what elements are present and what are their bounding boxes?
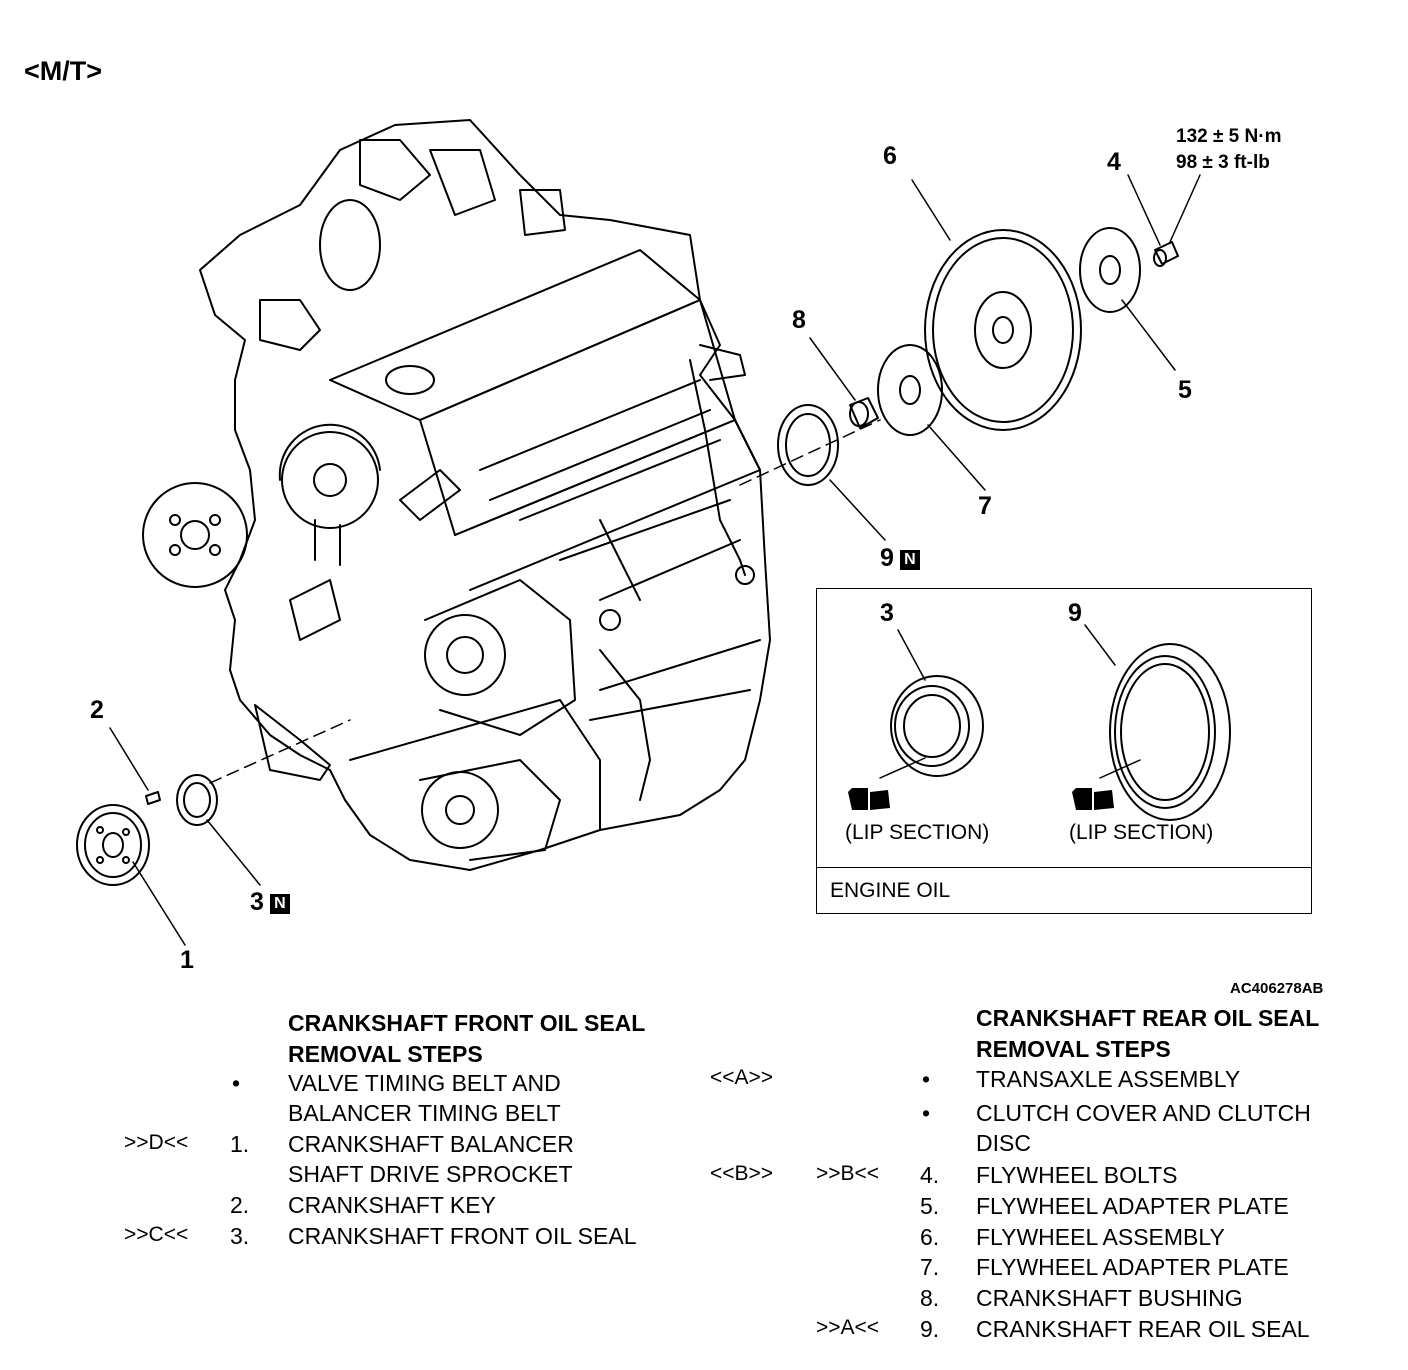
rear-step-number: 5. (920, 1193, 940, 1219)
rear-title-line1: CRANKSHAFT REAR OIL SEAL (976, 1005, 1320, 1031)
front-step-number: 2. (230, 1192, 250, 1218)
flywheel-bolt-drawing (1153, 241, 1179, 267)
front-step-line: SHAFT DRIVE SPROCKET (288, 1161, 573, 1187)
callout-3: 3 (250, 888, 264, 916)
rear-step-install-code: >>B<< (816, 1162, 880, 1185)
rear-step-number: 8. (920, 1285, 940, 1311)
legend-caption-right: (LIP SECTION) (1069, 821, 1214, 844)
legend-caption-left: (LIP SECTION) (845, 821, 990, 844)
front-step-text: VALVE TIMING BELT AND BALANCER TIMING BE… (288, 1068, 561, 1128)
rear-step-removal-code: <<B>> (710, 1162, 774, 1185)
engine-block-drawing (142, 119, 771, 871)
rear-step-removal-code: <<A>> (710, 1066, 774, 1089)
oil-can-icon (848, 788, 890, 810)
front-step-bullet: • (232, 1070, 241, 1096)
rear-step-text: FLYWHEEL BOLTS (976, 1162, 1178, 1188)
front-title-line1: CRANKSHAFT FRONT OIL SEAL (288, 1010, 646, 1036)
rear-step-number: 7. (920, 1254, 940, 1280)
callout-4: 4 (1107, 148, 1121, 176)
rear-step-number: 6. (920, 1224, 940, 1250)
torque-spec: 132 ± 5 N·m 98 ± 3 ft-lb (1176, 124, 1281, 176)
legend-number-left: 3 (880, 599, 894, 627)
legend-divider (817, 867, 1311, 868)
rear-step-text: FLYWHEEL ADAPTER PLATE (976, 1254, 1289, 1280)
rear-step-line: DISC (976, 1130, 1031, 1156)
adapter-plate-5-drawing (1079, 227, 1141, 313)
front-step-line: BALANCER TIMING BELT (288, 1100, 561, 1126)
rear-step-text: FLYWHEEL ADAPTER PLATE (976, 1193, 1289, 1219)
key-drawing (145, 791, 161, 805)
legend-number-right: 9 (1068, 599, 1082, 627)
callout-8: 8 (792, 306, 806, 334)
figure-id: AC406278AB (1230, 980, 1324, 997)
rear-step-number: 9. (920, 1316, 940, 1342)
rear-step-number: 4. (920, 1162, 940, 1188)
callout-9: 9 (880, 544, 894, 572)
rear-step-text: CRANKSHAFT REAR OIL SEAL (976, 1316, 1310, 1342)
front-step-line: CRANKSHAFT BALANCER (288, 1131, 574, 1157)
legend-rear-seal-drawing (1084, 624, 1231, 821)
bushing-drawing (849, 397, 879, 429)
new-part-badge: N (899, 550, 920, 570)
rear-step-text: CRANKSHAFT BUSHING (976, 1285, 1243, 1311)
front-step-text: CRANKSHAFT FRONT OIL SEAL (288, 1223, 637, 1249)
front-step-number: 1. (230, 1131, 250, 1157)
rear-step-bullet: • (922, 1066, 931, 1092)
legend-fluid: ENGINE OIL (830, 879, 951, 902)
callout-2: 2 (90, 696, 104, 724)
torque-ftlb: 98 ± 3 ft-lb (1176, 152, 1270, 173)
sprocket-drawing (76, 804, 150, 886)
callout-5: 5 (1178, 376, 1192, 404)
rear-step-text: TRANSAXLE ASSEMBLY (976, 1066, 1241, 1092)
rear-step-text: FLYWHEEL ASSEMBLY (976, 1224, 1225, 1250)
callout-6: 6 (883, 142, 897, 170)
front-step-line: VALVE TIMING BELT AND (288, 1070, 561, 1096)
rear-title-line2: REMOVAL STEPS (976, 1036, 1171, 1062)
rear-step-line: CLUTCH COVER AND CLUTCH (976, 1100, 1311, 1126)
flywheel-drawing (924, 229, 1082, 431)
lubrication-legend: 3 9 (LIP SECTION) (LIP SECTION) ENGINE O… (816, 588, 1312, 914)
rear-seal-drawing (777, 404, 839, 486)
legend-front-seal-drawing (879, 629, 984, 779)
rear-step-bullet: • (922, 1100, 931, 1126)
new-part-badge: N (269, 894, 290, 914)
front-seal-drawing (176, 774, 218, 826)
rear-step-install-code: >>A<< (816, 1316, 880, 1339)
front-step-code: >>C<< (124, 1223, 189, 1246)
front-step-text: CRANKSHAFT KEY (288, 1192, 496, 1218)
callout-7: 7 (978, 492, 992, 520)
torque-nm: 132 ± 5 N·m (1176, 126, 1282, 147)
rear-step-text: CLUTCH COVER AND CLUTCH DISC (976, 1098, 1311, 1158)
transmission-variant-label: <M/T> (24, 56, 103, 86)
front-section-title: CRANKSHAFT FRONT OIL SEAL REMOVAL STEPS (288, 1008, 645, 1070)
oil-can-icon (1072, 788, 1114, 810)
callout-1: 1 (180, 946, 194, 974)
front-step-code: >>D<< (124, 1131, 189, 1154)
front-title-line2: REMOVAL STEPS (288, 1041, 483, 1067)
rear-section-title: CRANKSHAFT REAR OIL SEAL REMOVAL STEPS (976, 1003, 1319, 1065)
front-step-text: CRANKSHAFT BALANCER SHAFT DRIVE SPROCKET (288, 1129, 574, 1189)
adapter-plate-7-drawing (877, 344, 943, 436)
front-step-number: 3. (230, 1223, 250, 1249)
